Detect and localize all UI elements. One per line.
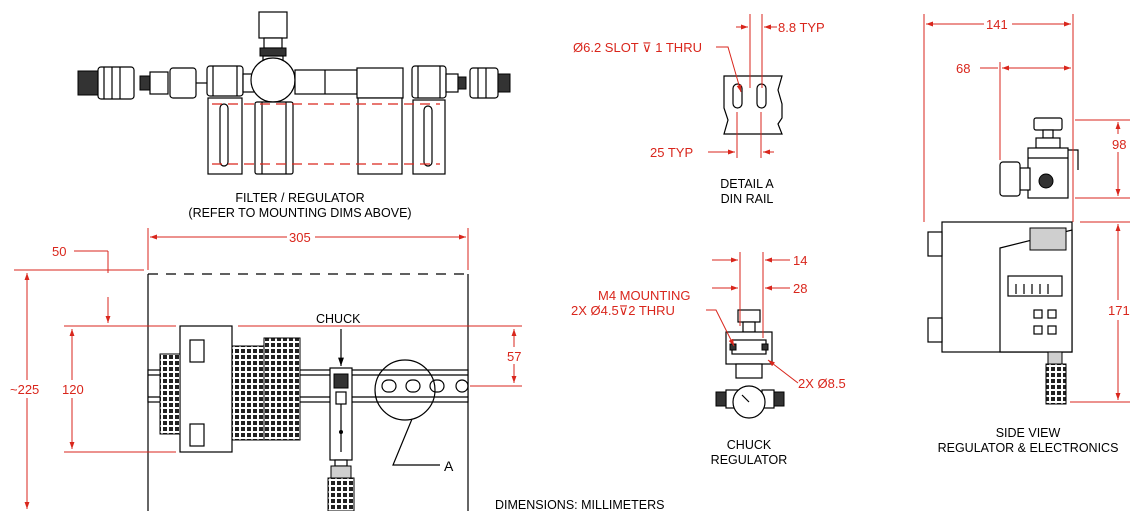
detail-a-view: 8.8 TYP Ø6.2 SLOT ⊽ 1 THRU 25 TYP bbox=[573, 14, 825, 160]
plan-view: A CHUCK 305 50 ~225 120 57 bbox=[10, 228, 522, 511]
din-rail-slots bbox=[381, 379, 469, 393]
dim-port: 2X Ø8.5 bbox=[798, 376, 846, 391]
connector-block-left bbox=[231, 345, 265, 441]
dim-m4-holes: 2X Ø4.5⊽2 THRU bbox=[571, 303, 675, 318]
filter-caption-1: FILTER / REGULATOR bbox=[235, 191, 364, 205]
dim-28: 28 bbox=[793, 281, 807, 296]
chuck-caption-1: CHUCK bbox=[727, 438, 772, 452]
dim-25-typ: 25 TYP bbox=[650, 145, 693, 160]
dim-m4-mounting: M4 MOUNTING bbox=[598, 288, 690, 303]
dim-225: ~225 bbox=[10, 382, 39, 397]
dim-14: 14 bbox=[793, 253, 807, 268]
dim-141: 141 bbox=[986, 17, 1008, 32]
filter-caption-2: (REFER TO MOUNTING DIMS ABOVE) bbox=[188, 206, 411, 220]
dim-98: 98 bbox=[1112, 137, 1126, 152]
dim-slot-note: Ø6.2 SLOT ⊽ 1 THRU bbox=[573, 40, 702, 55]
chuck-connector bbox=[327, 477, 355, 511]
side-reg-knob bbox=[1033, 117, 1063, 131]
units-note: DIMENSIONS: MILLIMETERS bbox=[495, 498, 664, 511]
right-filter-head bbox=[356, 67, 404, 99]
connector-block-right bbox=[263, 337, 301, 441]
detail-a-label: A bbox=[444, 458, 454, 474]
chuck-reg-knob bbox=[737, 309, 761, 323]
chuck-label: CHUCK bbox=[316, 312, 361, 326]
detail-caption-2: DIN RAIL bbox=[721, 192, 774, 206]
dim-68: 68 bbox=[956, 61, 970, 76]
detail-a-leader bbox=[392, 418, 440, 466]
regulator-knob bbox=[258, 11, 288, 39]
fitting-left-thread bbox=[77, 70, 99, 96]
dim-120: 120 bbox=[62, 382, 84, 397]
regulator-gauge bbox=[250, 57, 296, 103]
detail-a-circle bbox=[374, 359, 436, 421]
dim-8-8-typ: 8.8 TYP bbox=[778, 20, 825, 35]
dim-57: 57 bbox=[507, 349, 521, 364]
side-connector bbox=[1045, 363, 1067, 405]
chuck-regulator-view: 14 28 M4 MOUNTING 2X Ø4.5⊽2 THRU 2X Ø8.5 bbox=[571, 252, 846, 419]
side-reg-gauge bbox=[999, 161, 1021, 197]
detail-caption-1: DETAIL A bbox=[720, 177, 774, 191]
chuck-caption-2: REGULATOR bbox=[711, 453, 788, 467]
left-filter-bowl bbox=[207, 97, 243, 175]
tee-pipe bbox=[294, 69, 358, 95]
dim-305: 305 bbox=[289, 230, 311, 245]
right-filter-bowl bbox=[357, 97, 403, 175]
side-caption-2: REGULATOR & ELECTRONICS bbox=[938, 441, 1119, 455]
regulator-bowl bbox=[254, 101, 294, 175]
dim-50: 50 bbox=[52, 244, 66, 259]
filter-regulator-view bbox=[77, 11, 511, 175]
detail-slot-1 bbox=[732, 83, 743, 109]
side-view: 141 68 98 171 bbox=[923, 14, 1130, 405]
electronics-housing bbox=[179, 325, 233, 453]
dim-171: 171 bbox=[1108, 303, 1130, 318]
side-caption-1: SIDE VIEW bbox=[996, 426, 1061, 440]
side-reg-body bbox=[1027, 147, 1069, 199]
fitting-left-body bbox=[97, 66, 135, 100]
